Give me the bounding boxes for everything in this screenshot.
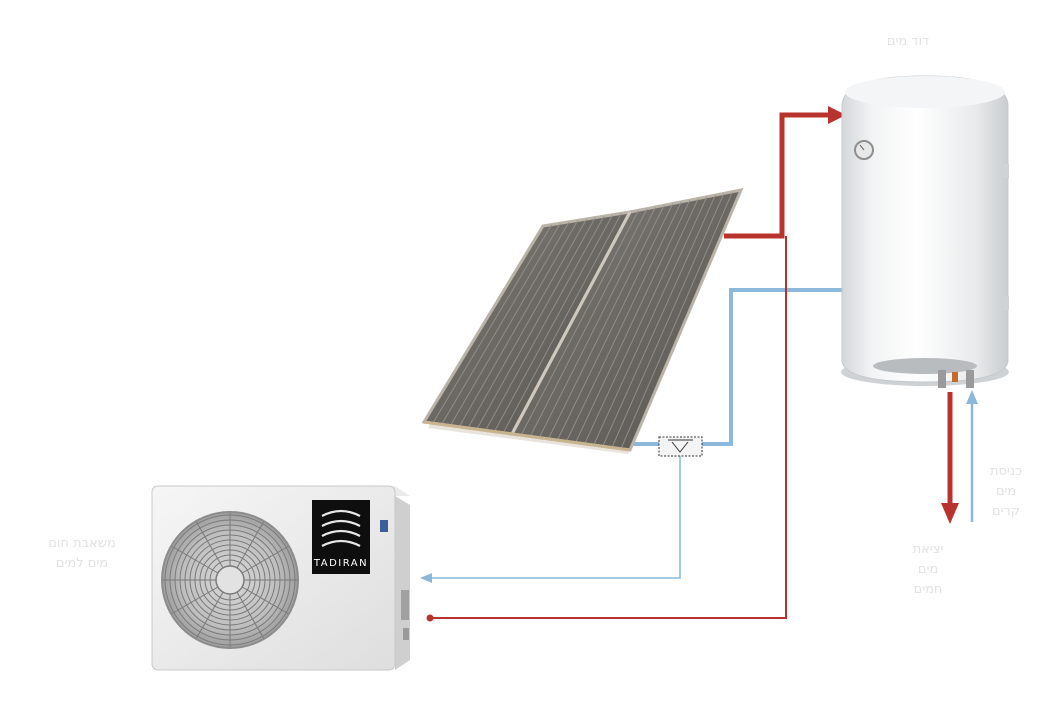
cold-pipe-to-heat-pump: [430, 456, 681, 579]
cold-water-inlet-arrow: [966, 390, 978, 404]
heat-pump-label: משאבת חום מים למים: [12, 534, 152, 574]
solar-collectors: [421, 187, 744, 454]
water-tank: [841, 75, 1009, 388]
heat-pump-line-2: מים למים: [55, 556, 109, 571]
hot-pipe-heat-pump-return: [430, 236, 787, 619]
tank-label: דוד מים: [848, 32, 968, 52]
tank-bracket-bottom: [1003, 296, 1009, 310]
hot-out-line-3: חמים: [913, 582, 943, 597]
hot-water-outlet-label: יציאת מים חמים: [888, 540, 968, 600]
heat-pump-connection-point: [426, 614, 434, 622]
arrow-into-heat-pump: [420, 573, 432, 583]
heat-pump-line-1: משאבת חום: [48, 536, 116, 551]
hot-water-outlet-arrow: [941, 503, 959, 524]
tank-label-text: דוד מים: [886, 34, 930, 49]
tank-bracket-top: [1003, 164, 1009, 178]
cold-in-line-3: קרים: [991, 504, 1021, 519]
brand-text: TADIRAN: [313, 558, 368, 569]
heat-pump-unit: TADIRAN: [151, 485, 410, 671]
pipe-network: [420, 106, 978, 622]
sensor-box: [658, 436, 703, 457]
brand-badge: TADIRAN: [312, 500, 370, 574]
hot-pipe-collector-to-tank: [724, 112, 832, 239]
cold-in-line-1: כניסת: [990, 464, 1022, 479]
cold-in-line-2: מים: [995, 484, 1017, 499]
arrow-into-tank: [828, 106, 846, 124]
hot-out-line-2: מים: [917, 562, 939, 577]
tank-body: [841, 75, 1009, 383]
hot-out-line-1: יציאת: [912, 542, 944, 557]
cold-water-inlet-label: כניסת מים קרים: [966, 462, 1046, 522]
